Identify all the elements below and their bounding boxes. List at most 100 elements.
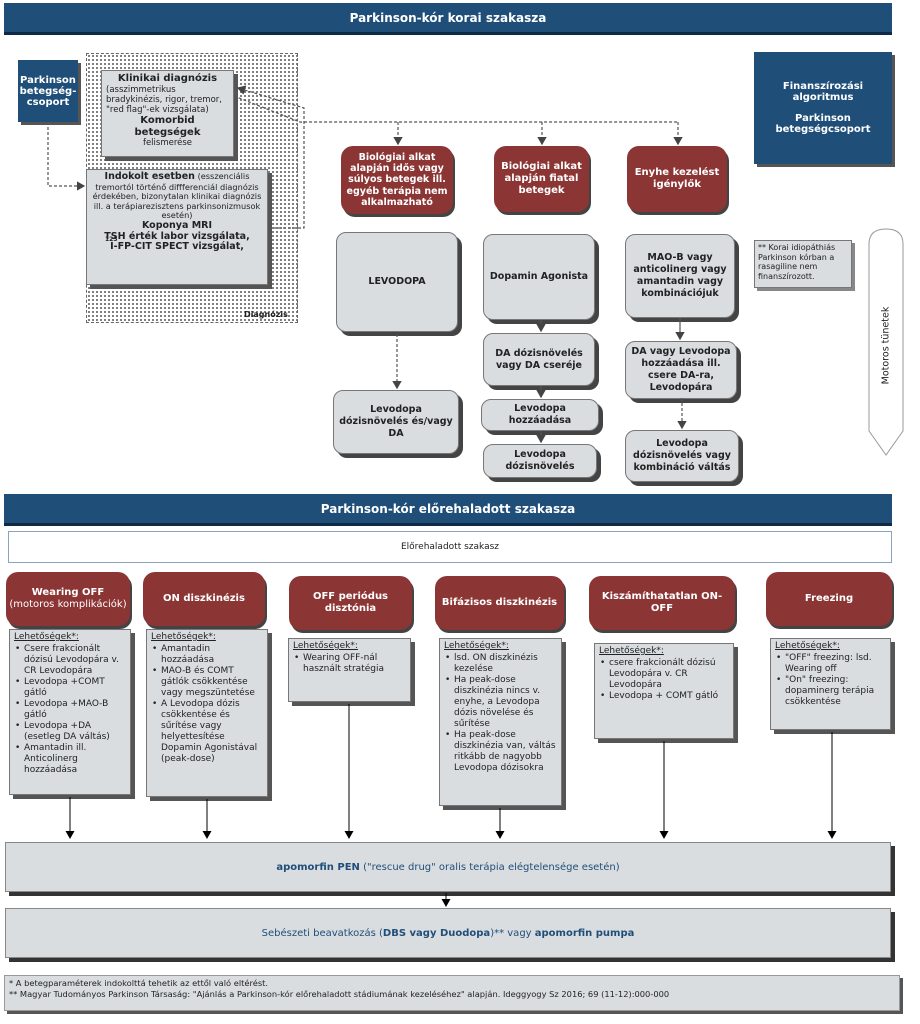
advanced-stage-bar: Előrehaladott szakasz — [8, 531, 892, 563]
spect-superscript: 123 — [105, 236, 118, 244]
wearing-off-header: Wearing OFF(motoros komplikációk) — [6, 572, 130, 626]
option-item: lsd. ON diszkinézis kezelése — [445, 653, 557, 675]
freezing-options: Lehetőségek*: "OFF" freezing: lsd. Weari… — [770, 638, 891, 730]
options-list: Csere frakcionált dózisú Levodopára v. C… — [14, 644, 126, 776]
wearing-off-subtitle: (motoros komplikációk) — [9, 599, 127, 610]
step-levodopa-combination-text: Levodopa dózisnövelés vagy kombináció vá… — [633, 438, 731, 473]
tests-line-spect: I-FP-CIT SPECT vizsgálat, — [110, 241, 244, 253]
tests-line-mri: Koponya MRI — [141, 219, 213, 231]
branch-mild-header: Enyhe kezelést igénylők — [627, 146, 727, 212]
options-list: Amantadin hozzáadása MAO-B és COMT gátló… — [151, 644, 263, 765]
tests-line-tsh: TSH érték labor vizsgálata, — [104, 230, 250, 242]
advanced-stage-label: Előrehaladott szakasz — [400, 542, 499, 552]
off-dystonia-title: OFF periódus disztónia — [312, 591, 389, 614]
step-levodopa-increase-text: Levodopa dózisnövelés és/vagy DA — [339, 404, 453, 439]
apomorphine-pen-rest: ("rescue drug" oralis terápia elégtelens… — [359, 861, 620, 873]
rasagiline-note: ** Korai idiopáthiás Parkinson kórban a … — [754, 240, 852, 288]
option-item: "On" freezing: dopaminerg terápia csökke… — [776, 675, 886, 708]
step-da-or-levodopa-text: DA vagy Levodopa hozzáadása ill. csere D… — [631, 346, 731, 393]
on-dyskinesia-title: ON diszkinézis — [163, 593, 245, 604]
diagnosis-label: Diagnózis — [244, 310, 288, 319]
options-label: Lehetőségek*: — [14, 632, 79, 642]
option-item: A Levodopa dózis csökkentése és sűrítése… — [152, 699, 263, 765]
option-item: Wearing OFF-nál használt stratégia — [294, 653, 406, 675]
step-levodopa-increase: Levodopa dózisnövelés és/vagy DA — [333, 390, 459, 454]
option-item: Ha peak-dose diszkinézia van, váltás rit… — [445, 730, 557, 774]
motor-symptoms-label-wrap: Motoros tünetek — [873, 306, 899, 384]
branch-young-header: Biológiai alkat alapján fiatal betegek — [494, 146, 589, 212]
options-label: Lehetőségek*: — [444, 641, 509, 651]
surgery-bold2: apomorfin pumpa — [534, 927, 635, 939]
step-add-levodopa-text: Levodopa hozzáadása — [508, 403, 572, 426]
clinical-diagnosis-box: Klinikai diagnózis (asszimmetrikus brady… — [101, 70, 234, 157]
finance-title: Finanszírozási algoritmus — [782, 81, 864, 103]
options-list: Wearing OFF-nál használt stratégia — [293, 653, 406, 675]
wearing-off-title: Wearing OFF — [31, 587, 105, 598]
options-label: Lehetőségek*: — [293, 641, 358, 651]
patient-group-label: Parkinson betegség-csoport — [19, 74, 77, 108]
justified-tests-box: Indokolt esetben (esszenciális tremortól… — [86, 169, 268, 285]
footnotes-box: * A betegparaméterek indokolttá tehetik … — [4, 975, 900, 1011]
unpredictable-options: Lehetőségek*: csere frakcionált dózisú L… — [594, 643, 734, 739]
options-list: lsd. ON diszkinézis kezelése Ha peak-dos… — [444, 653, 557, 774]
freezing-header: Freezing — [766, 572, 892, 626]
motor-symptoms-label: Motoros tünetek — [880, 306, 892, 384]
step-levodopa: LEVODOPA — [336, 232, 458, 332]
option-item: Csere frakcionált dózisú Levodopára v. C… — [15, 644, 126, 677]
footnote-1: * A betegparaméterek indokolttá tehetik … — [9, 978, 269, 988]
step-da-or-levodopa: DA vagy Levodopa hozzáadása ill. csere D… — [625, 341, 737, 399]
early-stage-title: Parkinson-kór korai szakasza — [349, 10, 547, 25]
comorbid-title: Komorbid betegségek — [134, 114, 201, 138]
surgery-part2: )** vagy — [490, 927, 535, 939]
option-item: Levodopa + COMT gátló — [600, 691, 729, 702]
step-levodopa-combination: Levodopa dózisnövelés vagy kombináció vá… — [625, 430, 739, 482]
wearing-off-options: Lehetőségek*: Csere frakcionált dózisú L… — [9, 629, 131, 795]
option-item: Levodopa +DA (esetleg DA váltás) — [15, 721, 126, 743]
patient-group-box: Parkinson betegség-csoport — [18, 60, 78, 122]
biphasic-dyskinesia-title: Bifázisos diszkinézis — [441, 597, 558, 608]
step-levodopa-dose: Levodopa dózisnövelés — [483, 444, 597, 478]
footnote-2: ** Magyar Tudományos Parkinson Társaság:… — [9, 989, 670, 1000]
on-dyskinesia-options: Lehetőségek*: Amantadin hozzáadása MAO-B… — [146, 629, 268, 797]
rasagiline-note-text: ** Korai idiopáthiás Parkinson kórban a … — [758, 243, 836, 281]
off-dystonia-header: OFF periódus disztónia — [289, 576, 412, 630]
options-list: csere frakcionált dózisú Levodopára v. C… — [599, 658, 729, 702]
branch-mild-header-text: Enyhe kezelést igénylők — [634, 167, 720, 190]
on-dyskinesia-header: ON diszkinézis — [143, 572, 265, 626]
option-item: Ha peak-dose diszkinézia nincs v. enyhe,… — [445, 675, 557, 730]
motor-symptoms-arrow — [868, 228, 904, 456]
option-item: "OFF" freezing: lsd. Wearing off — [776, 653, 886, 675]
freezing-title: Freezing — [804, 593, 854, 604]
finance-algorithm-box: Finanszírozási algoritmus Parkinson bete… — [754, 52, 892, 164]
option-item: Levodopa +COMT gátló — [15, 677, 126, 699]
options-label: Lehetőségek*: — [775, 641, 840, 651]
options-list: "OFF" freezing: lsd. Wearing off "On" fr… — [775, 653, 886, 708]
step-levodopa-text: LEVODOPA — [368, 276, 426, 288]
options-label: Lehetőségek*: — [599, 646, 664, 656]
justified-title: Indokolt esetben — [104, 171, 195, 182]
branch-elderly-header: Biológiai alkat alapján idős vagy súlyos… — [341, 146, 453, 214]
biphasic-options: Lehetőségek*: lsd. ON diszkinézis kezelé… — [439, 638, 562, 806]
surgery-box: Sebészeti beavatkozás (DBS vagy Duodopa)… — [5, 908, 891, 958]
off-dystonia-options: Lehetőségek*: Wearing OFF-nál használt s… — [288, 638, 411, 702]
option-item: Amantadin hozzáadása — [152, 644, 263, 666]
unpredictable-on-off-header: Kiszámíthatatlan ON-OFF — [589, 576, 735, 630]
finance-group: Parkinson betegségcsoport — [775, 113, 871, 135]
step-maob: MAO-B vagy anticolinerg vagy amantadin v… — [625, 234, 735, 318]
advanced-stage-title: Parkinson-kór előrehaladott szakasza — [320, 501, 576, 516]
step-levodopa-dose-text: Levodopa dózisnövelés — [505, 449, 575, 472]
justified-text: (esszenciális tremortól történő difffere… — [92, 171, 262, 221]
branch-elderly-header-text: Biológiai alkat alapján idős vagy súlyos… — [346, 151, 448, 209]
apomorphine-pen-box: apomorfin PEN ("rescue drug" oralis terá… — [5, 842, 891, 892]
surgery-part1: Sebészeti beavatkozás ( — [261, 927, 383, 939]
step-dopamine-agonist-text: Dopamin Agonista — [489, 271, 589, 283]
step-da-increase: DA dózisnövelés vagy DA cseréje — [483, 333, 595, 386]
step-dopamine-agonist: Dopamin Agonista — [483, 234, 595, 320]
option-item: MAO-B és COMT gátlók csökkentése vagy me… — [152, 666, 263, 699]
surgery-bold1: DBS vagy Duodopa — [382, 927, 491, 939]
branch-young-header-text: Biológiai alkat alapján fiatal betegek — [501, 161, 582, 196]
apomorphine-pen-bold: apomorfin PEN — [276, 861, 360, 873]
option-item: Levodopa +MAO-B gátló — [15, 699, 126, 721]
advanced-stage-header: Parkinson-kór előrehaladott szakasza — [4, 494, 892, 526]
biphasic-dyskinesia-header: Bifázisos diszkinézis — [435, 576, 564, 630]
